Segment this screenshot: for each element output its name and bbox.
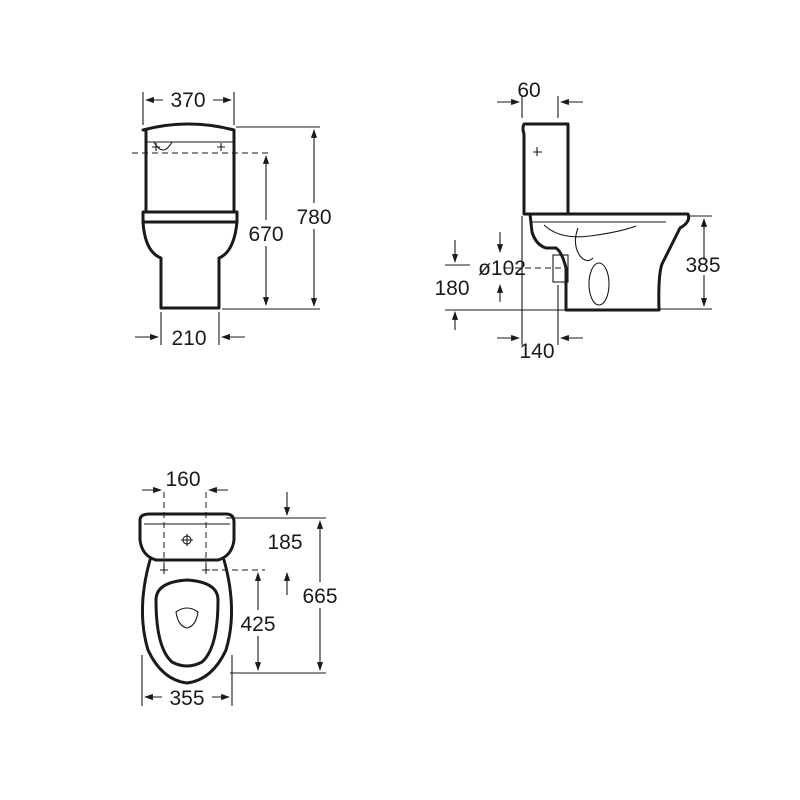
top-bowl-outline bbox=[141, 558, 233, 685]
side-cistern-outline bbox=[521, 122, 570, 216]
dim-160: 160 bbox=[165, 468, 200, 491]
dim-670: 670 bbox=[248, 223, 283, 246]
dim-185: 185 bbox=[267, 531, 302, 554]
front-bowl-outline bbox=[141, 220, 239, 310]
dim-d102: ø102 bbox=[478, 257, 526, 280]
dim-425: 425 bbox=[240, 613, 275, 636]
top-cistern-outline bbox=[138, 512, 236, 562]
dim-665: 665 bbox=[302, 585, 337, 608]
dim-140: 140 bbox=[519, 340, 554, 363]
side-bowl-outline bbox=[528, 212, 691, 312]
top-view: 160 185 665 425 355 bbox=[138, 468, 344, 710]
front-cistern-outline bbox=[141, 122, 236, 214]
side-view: 60 ø102 180 385 140 bbox=[434, 79, 720, 363]
dim-385: 385 bbox=[685, 254, 720, 277]
dim-60: 60 bbox=[517, 79, 540, 102]
dim-210: 210 bbox=[171, 327, 206, 350]
top-seat-outline bbox=[154, 578, 220, 668]
dim-180: 180 bbox=[434, 277, 469, 300]
dim-355: 355 bbox=[169, 687, 204, 710]
front-view: 370 670 780 210 bbox=[132, 88, 338, 350]
dim-780: 780 bbox=[296, 206, 331, 229]
dim-370: 370 bbox=[170, 89, 205, 112]
